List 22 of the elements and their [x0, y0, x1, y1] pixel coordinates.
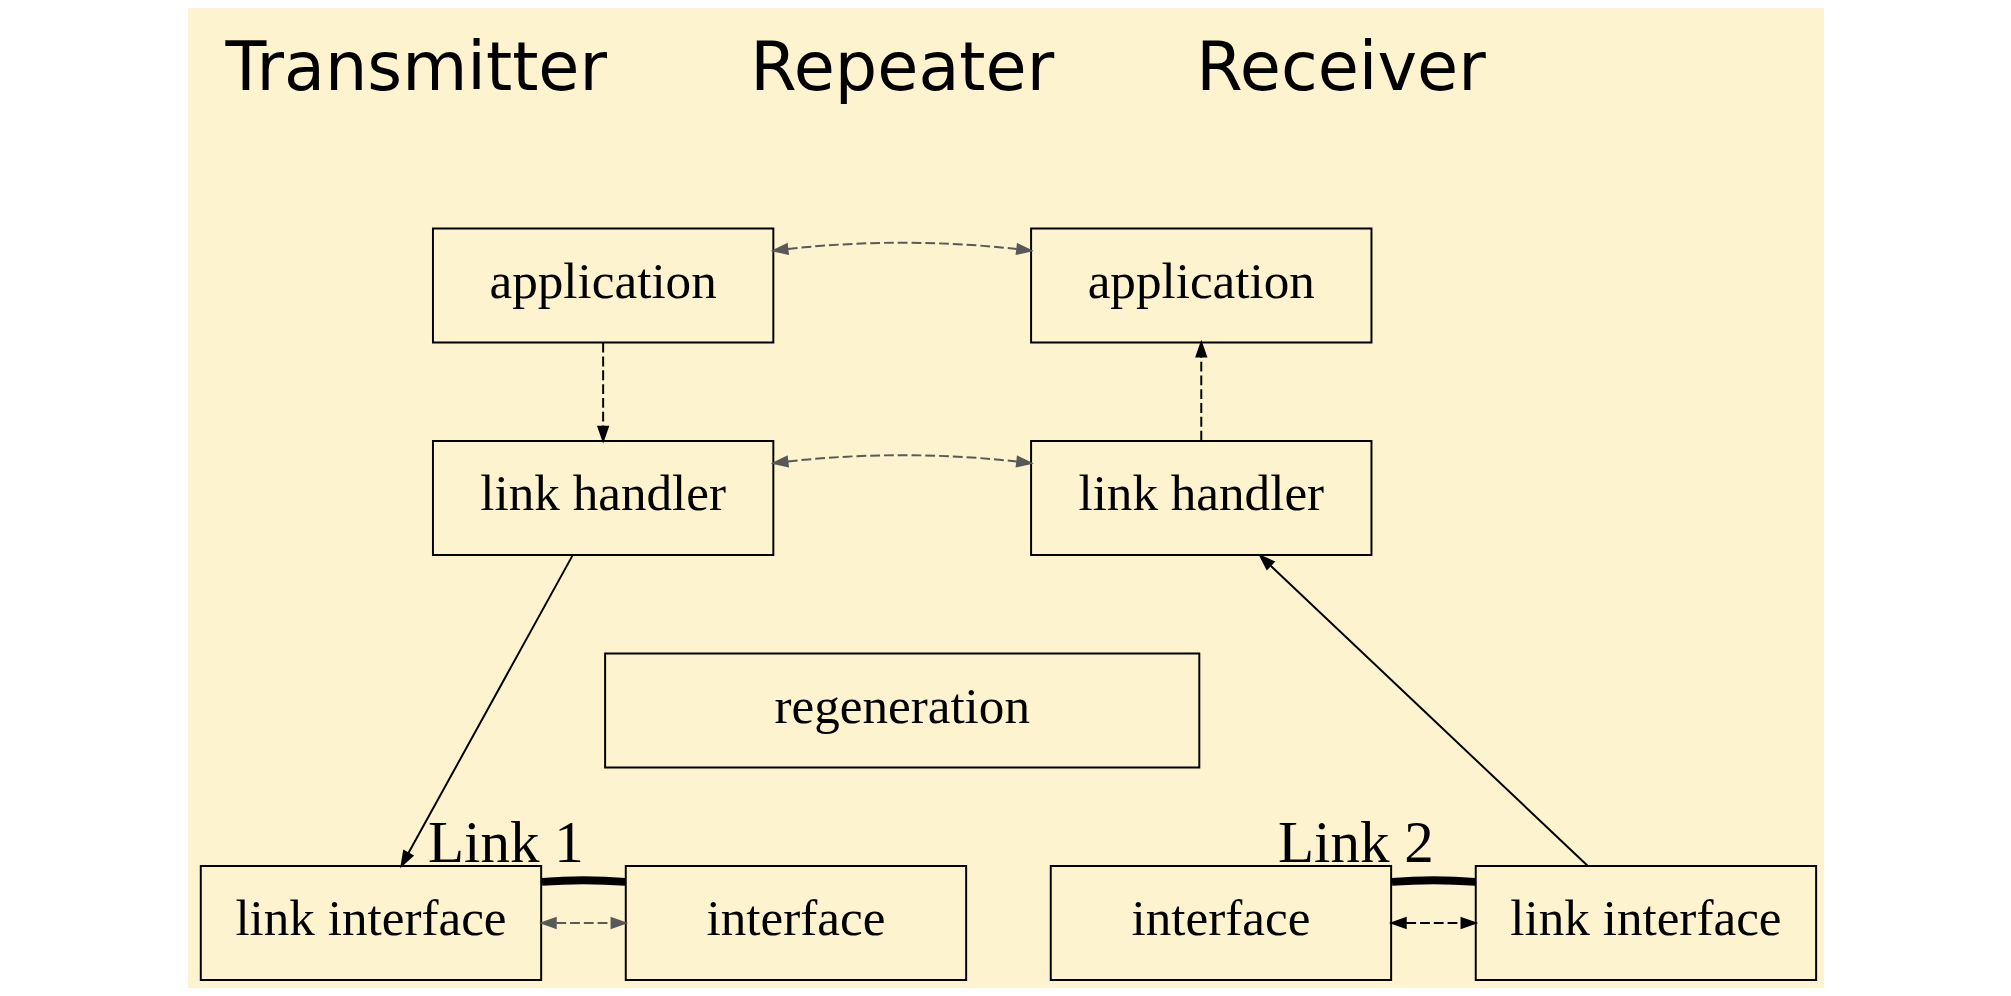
node-box: application: [1029, 227, 1372, 344]
arrow: [399, 554, 573, 869]
node-box: regeneration: [603, 652, 1200, 769]
arrow: [538, 916, 628, 930]
connector: [1391, 876, 1476, 886]
node-box: link interface: [1474, 864, 1817, 982]
arrow: [1388, 916, 1478, 930]
arrow: [770, 454, 1034, 468]
node-box: application: [431, 227, 774, 344]
node-box: link interface: [199, 864, 542, 982]
node-box: link handler: [431, 439, 774, 557]
node-box: interface: [1049, 864, 1392, 982]
arrow: [596, 341, 609, 444]
connector: [541, 876, 626, 886]
label: Repeater: [749, 28, 1054, 107]
label: Transmitter: [224, 28, 607, 107]
label: Receiver: [1195, 28, 1486, 107]
arrow: [1257, 553, 1588, 867]
arrow: [1194, 339, 1207, 442]
arrow: [770, 241, 1034, 256]
node-box: link handler: [1029, 439, 1372, 557]
node-box: interface: [624, 864, 967, 982]
